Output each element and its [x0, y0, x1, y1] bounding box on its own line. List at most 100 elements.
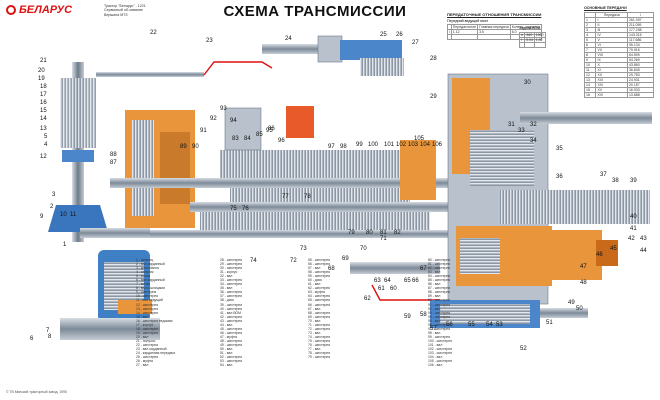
part-number-label: 12 — [40, 154, 47, 160]
part-number-label: 63 — [374, 278, 381, 284]
legend-item: 63 - муфта — [308, 290, 325, 295]
part-number-label: 93 — [220, 106, 227, 112]
header-note-3: Вершина МТЗ — [104, 12, 128, 17]
legend-item: 5 - вилка — [136, 274, 151, 279]
part-number-label: 9 — [40, 214, 44, 220]
cross-shaft — [80, 228, 150, 238]
middle-gear-set — [230, 188, 410, 202]
legend-item: 22 - шестерня — [136, 342, 159, 347]
part-number-label: 89 — [180, 144, 187, 150]
table-cell: 13.688 — [626, 92, 655, 98]
differential-gears — [470, 130, 534, 186]
part-number-label: 61 — [378, 286, 385, 292]
part-number-label: 83 — [232, 136, 239, 142]
legend-item: 48 - шестерня — [220, 338, 243, 343]
part-number-label: 22 — [150, 30, 157, 36]
legend-item: 93 - шестерня — [428, 310, 451, 315]
legend-item: 27 - вал — [136, 363, 149, 368]
front-axle-subtitle: Передний ведущий мост — [447, 19, 489, 23]
part-number-label: 66 — [412, 278, 419, 284]
table-cell — [533, 42, 546, 48]
part-number-label: 74 — [250, 258, 257, 264]
legend-item: 1 - фланец — [136, 258, 154, 262]
part-number-label: 23 — [206, 38, 213, 44]
part-number-label: 69 — [342, 256, 349, 262]
part-number-label: 96 — [278, 138, 285, 144]
part-number-label: 77 — [282, 194, 289, 200]
legend-item: 65 - шестерня — [308, 298, 331, 303]
part-number-label: 99 — [356, 142, 363, 148]
part-number-label: 86 — [268, 126, 275, 132]
part-number-label: 45 — [610, 246, 617, 252]
part-number-label: 73 — [300, 246, 307, 252]
legend-item: 31 - корпус — [220, 270, 238, 275]
part-number-label: 68 — [328, 266, 335, 272]
part-number-label: 67 — [420, 266, 427, 272]
legend-item: 77 - вал — [308, 347, 321, 352]
legend-item: 25 - шестерня — [136, 355, 159, 360]
legend-item: 74 - шестерня — [308, 334, 331, 339]
legend-item: 70 - вал — [308, 318, 321, 323]
legend-item: 38 - диск — [220, 298, 234, 303]
legend-item: 62 - шестерня — [308, 286, 331, 291]
legend-item: 104 - вал — [428, 355, 443, 360]
legend-item: 42 - шестерня — [220, 314, 243, 319]
part-number-label: 43 — [640, 236, 647, 242]
header-note-2: Сервисный об-чивание — [104, 8, 143, 13]
main-gears-title: ОСНОВНЫЕ ПЕРЕДАЧИ — [584, 6, 627, 10]
legend-item: 84 - шестерня — [428, 274, 451, 279]
legend-item: 64 - шестерня — [308, 294, 331, 299]
legend-item: 91 - шестерня — [428, 302, 451, 307]
gearbox — [110, 106, 450, 238]
range-housing — [400, 140, 436, 200]
legend-item: 43 - шестерня — [220, 318, 243, 323]
legend-item: 24 - карданная передача — [136, 351, 176, 356]
page-title: СХЕМА ТРАНСМИССИИ — [223, 3, 407, 20]
part-number-label: 8 — [48, 334, 52, 340]
legend-item: 18 - шестерня — [136, 326, 159, 331]
part-number-label: 88 — [110, 152, 117, 158]
part-number-label: 39 — [630, 178, 637, 184]
legend-item: 66 - шестерня — [308, 302, 331, 307]
legend-item: 100 - шестерня — [428, 338, 452, 343]
legend-item: 55 - шестерня — [308, 258, 331, 262]
legend-item: 98 - вал — [428, 330, 441, 335]
legend-item: 71 - шестерня — [308, 322, 331, 327]
legend-item: 96 - шестерня — [428, 322, 451, 327]
part-number-label: 103 — [408, 142, 419, 148]
upper-shaft — [262, 44, 322, 54]
part-number-label: 32 — [530, 122, 537, 128]
shift-mechanism — [224, 107, 262, 151]
legend-item: 76 - шестерня — [308, 342, 331, 347]
part-number-label: 104 — [420, 142, 431, 148]
legend-item: 2 - вал карданный — [136, 262, 165, 267]
part-number-label: 33 — [518, 128, 525, 134]
secondary-shaft — [190, 202, 450, 212]
legend-item: 30 - шестерня — [220, 266, 243, 271]
legend-item: 26 - муфта — [136, 359, 153, 364]
part-number-label: 3 — [52, 192, 56, 198]
part-number-label: 26 — [396, 32, 403, 38]
legend-item: 14 - шестерня — [136, 310, 159, 315]
part-number-label: 4 — [44, 142, 48, 148]
part-number-label: 59 — [404, 314, 411, 320]
legend-item: 12 - шестерня — [136, 302, 159, 307]
part-number-label: 97 — [328, 144, 335, 150]
rear-axle — [447, 73, 652, 305]
pto-shaft-upper — [350, 262, 440, 274]
legend-item: 80 - шестерня — [428, 258, 451, 262]
legend-item: 44 - вал — [220, 322, 233, 327]
legend-item: 39 - шестерня — [220, 302, 243, 307]
part-number-label: 20 — [38, 68, 45, 74]
legend-item: 72 - шестерня — [308, 326, 331, 331]
legend-item: 20 - вал — [136, 334, 149, 339]
legend-item: 11 - вал ведущий — [136, 298, 163, 303]
legend-item: 23 - вал карданный — [136, 347, 167, 352]
clutch-cover — [160, 132, 190, 204]
part-number-label: 81 — [380, 230, 387, 236]
legend-item: 69 - шестерня — [308, 314, 331, 319]
